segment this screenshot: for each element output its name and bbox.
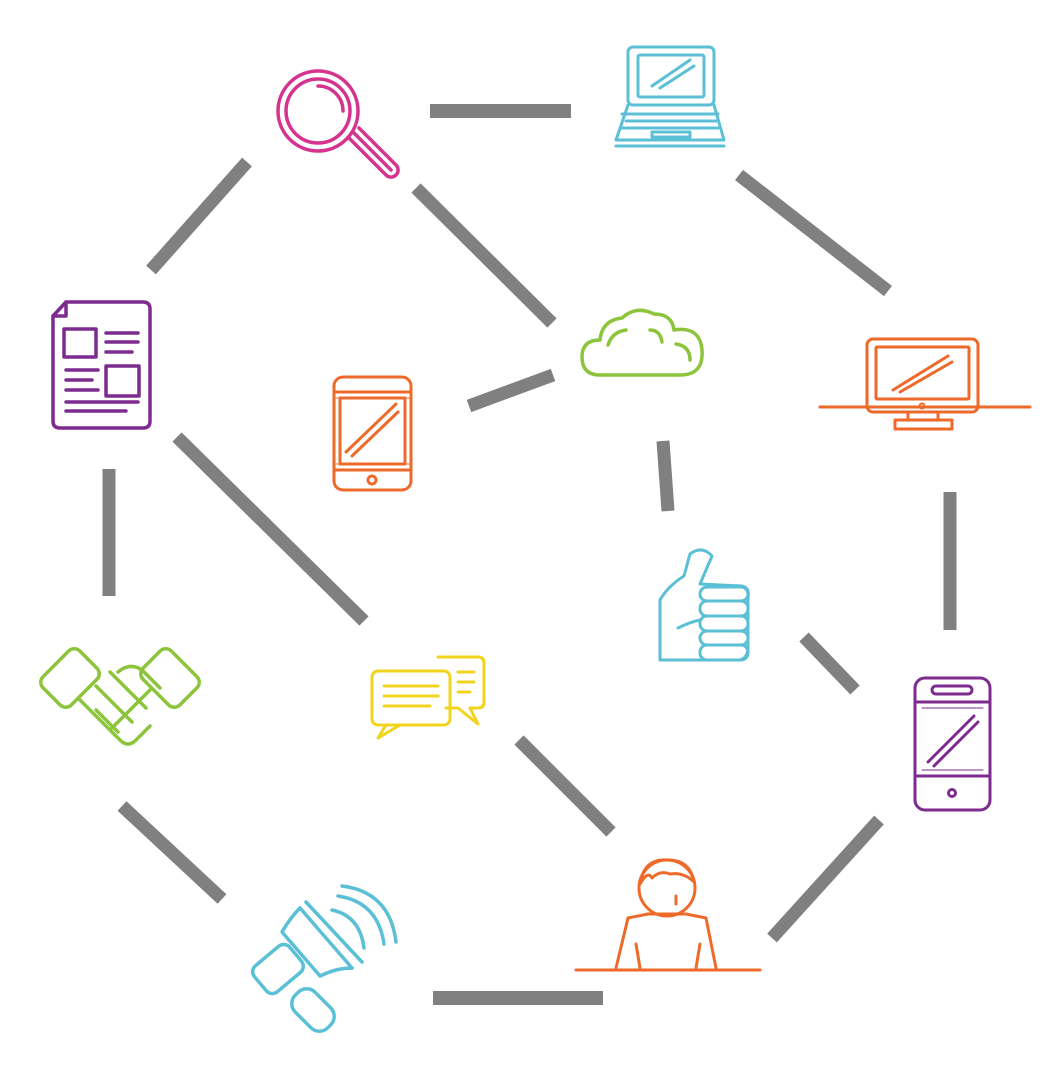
connector-solid [117, 801, 227, 904]
connector-solid [767, 815, 884, 943]
connector-dotted [158, 457, 354, 642]
connector-dotted [682, 439, 699, 499]
connector-solid [656, 440, 675, 512]
connector-solid [799, 632, 860, 695]
megaphone-icon [250, 884, 398, 1033]
chat-bubbles-icon [370, 655, 486, 740]
connector-dotted [772, 808, 854, 889]
document-icon [51, 300, 152, 430]
desktop-monitor-icon [818, 337, 1032, 431]
laptop-icon [614, 45, 726, 148]
thumbs-up-icon [658, 548, 750, 662]
tablet-icon [332, 375, 413, 492]
smartphone-icon [913, 676, 992, 812]
connector-dotted [424, 707, 632, 906]
connector-solid [146, 157, 252, 275]
magnifier-icon [276, 69, 400, 179]
connector-dotted [475, 464, 617, 538]
connectors [75, 104, 957, 1024]
connector-dotted [435, 166, 588, 348]
connector-dotted [207, 371, 280, 415]
cloud-icon [580, 308, 704, 377]
handshake-icon [39, 647, 201, 746]
connector-solid [172, 432, 369, 626]
connector-solid [411, 183, 557, 328]
connector-solid [735, 169, 892, 297]
connector-solid [466, 368, 556, 413]
connector-solid [514, 735, 616, 837]
person-at-desk-icon [574, 858, 762, 972]
